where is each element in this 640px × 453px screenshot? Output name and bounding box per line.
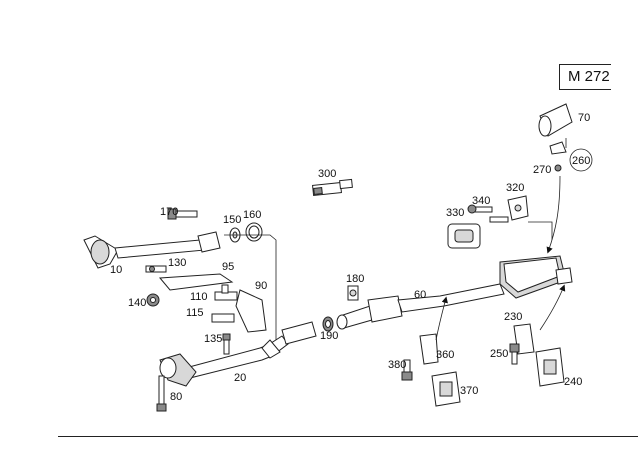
sensor-300 [312, 178, 353, 196]
bolt-135 [222, 333, 231, 355]
callout-240: 240 [564, 376, 582, 388]
bracket-320 [507, 195, 529, 221]
bracket-130 [145, 265, 167, 273]
callout-90: 90 [255, 280, 267, 292]
callout-95: 95 [222, 261, 234, 273]
callout-10: 10 [110, 264, 122, 276]
intermediate-pipe-60 [336, 283, 505, 330]
clip-180 [347, 285, 359, 301]
bracket-115 [211, 313, 235, 323]
bolt-170 [167, 208, 198, 220]
callout-340: 340 [472, 195, 490, 207]
rubber-mount-370 [431, 371, 461, 407]
engine-code-label: M 272 [568, 68, 610, 85]
bolt-80 [156, 375, 167, 412]
callout-60: 60 [414, 289, 426, 301]
callout-170: 170 [160, 206, 178, 218]
hanger-330 [447, 223, 481, 249]
bolt-340 [467, 204, 509, 223]
callout-115: 115 [186, 307, 204, 319]
engine-code-badge: M 272 [559, 64, 611, 90]
bolt-250 [509, 343, 520, 365]
footer-rule [58, 436, 638, 437]
bolt-380 [401, 359, 413, 381]
bracket-95 [158, 273, 234, 291]
rubber-mount-240 [535, 347, 565, 387]
callout-380: 380 [388, 359, 406, 371]
callout-270: 270 [533, 164, 551, 176]
rear-silencer [499, 255, 573, 299]
callout-20: 20 [234, 372, 246, 384]
callout-370: 370 [460, 385, 478, 397]
gasket-190 [322, 316, 334, 332]
bracket-90 [235, 289, 267, 333]
callout-230: 230 [504, 311, 522, 323]
callout-80: 80 [170, 391, 182, 403]
front-left-catalytic-converter [83, 231, 221, 269]
callout-190: 190 [320, 330, 338, 342]
callout-150: 150 [223, 214, 241, 226]
callout-320: 320 [506, 182, 524, 194]
callout-160: 160 [243, 209, 261, 221]
clamp-260-270 [549, 141, 567, 172]
callout-180: 180 [346, 273, 364, 285]
callout-330: 330 [446, 207, 464, 219]
bracket-360 [419, 333, 439, 365]
tailpipe-trim-70 [538, 103, 573, 137]
nut-140 [146, 293, 160, 307]
callout-70: 70 [578, 112, 590, 124]
gasket-160 [245, 222, 263, 242]
callout-260: 260 [572, 155, 590, 167]
callout-110: 110 [190, 291, 208, 303]
callout-130: 130 [168, 257, 186, 269]
callout-140: 140 [128, 297, 146, 309]
front-pipe-20 [159, 321, 317, 387]
callout-135: 135 [204, 333, 222, 345]
callout-360: 360 [436, 349, 454, 361]
bracket-110 [214, 284, 238, 301]
callout-250: 250 [490, 348, 508, 360]
callout-300: 300 [318, 168, 336, 180]
